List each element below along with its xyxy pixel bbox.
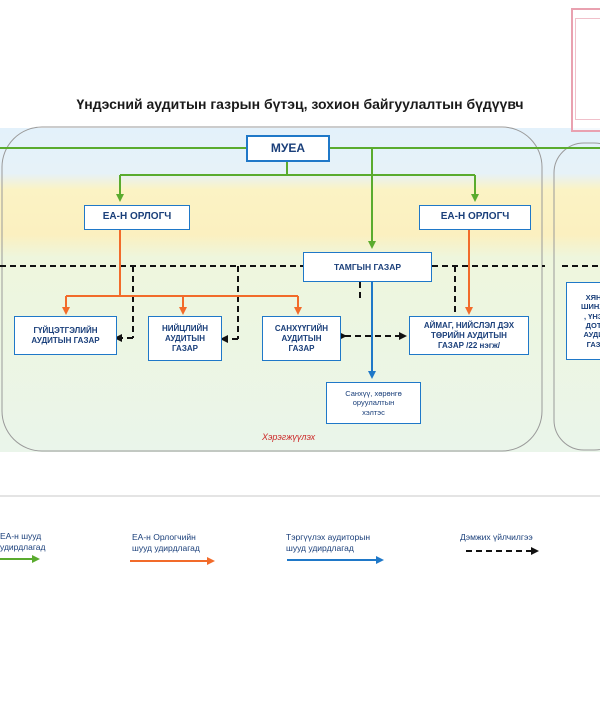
orange-connectors	[62, 230, 473, 315]
legend-label-direct: ЕА-н шууд удирдлагад	[0, 531, 46, 553]
right-region	[553, 142, 600, 451]
page-title: Үндэсний аудитын газрын бүтэц, зохион ба…	[76, 96, 524, 112]
financial-audit-box: САНХҮҮГИЙН АУДИТЫН ГАЗАР	[262, 316, 341, 361]
deputy-right-box: ЕА-Н ОРЛОГЧ	[419, 205, 531, 230]
muea-label: МУЕА	[270, 141, 306, 155]
right-partial-label: ХЯН ШИНЖ , ҮНЭ ДОТ АУДИ ГАЗ	[581, 292, 600, 349]
finance-unit-label: Санхүү, хөрөнгө oруулалтын хэлтэс	[345, 388, 402, 417]
dashed-connectors	[0, 265, 600, 343]
deputy-left-box: ЕА-Н ОРЛОГЧ	[84, 205, 190, 230]
deputy-right-label: ЕА-Н ОРЛОГЧ	[440, 211, 510, 223]
legend-label-support: Дэмжих үйлчилгээ	[460, 532, 533, 542]
background-bands	[0, 128, 600, 452]
compliance-audit-label: ГҮЙЦЭТГЭЛИЙН АУДИТЫН ГАЗАР	[31, 325, 100, 345]
aimag-audit-box: АЙМАГ, НИЙСЛЭЛ ДЭХ ТӨРИЙН АУДИТЫН ГАЗАР …	[409, 316, 529, 355]
legend-label-leading-auditor: Тэргүүлэх аудиторын шууд удирдлагад	[286, 532, 371, 554]
compliance-audit-box: ГҮЙЦЭТГЭЛИЙН АУДИТЫН ГАЗАР	[14, 316, 117, 355]
secretariat-box: ТАМГЫН ГАЗАР	[303, 252, 432, 282]
aimag-audit-label: АЙМАГ, НИЙСЛЭЛ ДЭХ ТӨРИЙН АУДИТЫН ГАЗАР …	[423, 320, 515, 350]
deputy-left-label: ЕА-Н ОРЛОГЧ	[102, 211, 172, 223]
implementation-region	[1, 126, 543, 452]
stamp-inner-frame	[575, 18, 600, 120]
right-partial-box: ХЯН ШИНЖ , ҮНЭ ДОТ АУДИ ГАЗ	[566, 282, 600, 360]
legend-label-deputy: ЕА-н Орлогчийн шууд удирдлагад	[132, 532, 200, 554]
green-connectors	[0, 147, 600, 249]
legend-lines	[0, 547, 539, 565]
muea-box: МУЕА	[246, 135, 330, 162]
finance-unit-box: Санхүү, хөрөнгө oруулалтын хэлтэс	[326, 382, 421, 424]
public-audit-label: НИЙЦЛИЙН АУДИТЫН ГАЗАР	[161, 323, 208, 353]
public-audit-box: НИЙЦЛИЙН АУДИТЫН ГАЗАР	[148, 316, 222, 361]
secretariat-label: ТАМГЫН ГАЗАР	[333, 261, 402, 272]
financial-audit-label: САНХҮҮГИЙН АУДИТЫН ГАЗАР	[274, 323, 329, 353]
region-caption: Хэрэгжүүлэх	[262, 432, 316, 442]
